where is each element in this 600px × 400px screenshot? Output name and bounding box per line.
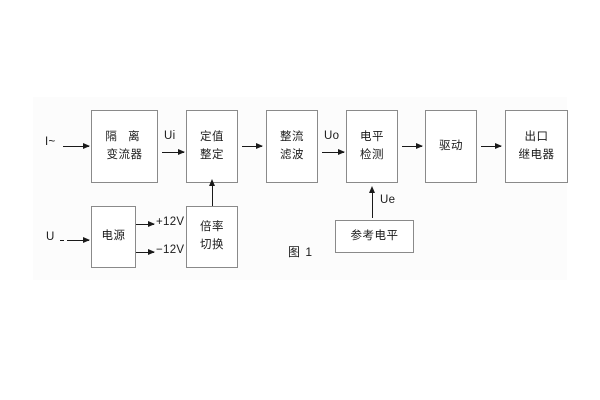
block-output-relay[interactable]: 出口 继电器 [505,110,568,183]
block-reference-level-line1: 参考电平 [350,229,399,242]
dash-voltage-lead [60,240,70,241]
block-drive[interactable]: 驱动 [425,110,477,183]
block-level-detect-line2: 检测 [360,148,384,161]
block-rectify-filter-line2: 滤波 [280,148,304,161]
block-setting[interactable]: 定值 整定 [186,110,238,183]
block-multiplier-switch[interactable]: 倍率 切换 [186,206,238,268]
arrow-rectify-to-level-detect [322,149,345,155]
block-multiplier-switch-line1: 倍率 [200,221,224,234]
signal-ue-label: Ue [380,194,396,206]
arrow-isolation-to-setting [162,149,185,155]
block-reference-level[interactable]: 参考电平 [335,220,414,253]
block-level-detect-line1: 电平 [360,130,384,143]
block-power-supply-line1: 电源 [101,230,126,243]
figure-caption: 图 1 [288,245,314,259]
voltage-input-label: U [46,231,55,243]
block-isolation-ct-line1: 隔 离 [105,130,144,143]
arrow-voltage-to-power-supply [70,237,90,243]
block-power-supply[interactable]: 电源 [91,206,136,268]
current-input-label: I~ [45,136,56,148]
arrow-drive-to-output-relay [481,143,502,149]
block-rectify-filter[interactable]: 整流 滤波 [266,110,318,183]
block-output-relay-line1: 出口 [524,130,549,143]
block-setting-line2: 整定 [200,148,224,161]
block-multiplier-switch-line2: 切换 [200,239,224,251]
rail-negative-label: −12V [156,244,185,256]
arrow-level-detect-to-drive [402,143,423,149]
signal-uo-label: Uo [324,130,340,142]
arrow-reference-to-level-detect [369,186,375,218]
block-drive-line1: 驱动 [439,139,463,152]
block-level-detect[interactable]: 电平 检测 [346,110,398,183]
block-isolation-ct-line2: 变流器 [106,148,143,161]
arrow-rail-positive [136,221,155,227]
block-setting-line1: 定值 [200,130,224,143]
block-isolation-ct[interactable]: 隔 离 变流器 [91,110,158,183]
block-output-relay-line2: 继电器 [518,148,555,161]
block-rectify-filter-line1: 整流 [280,130,304,143]
arrow-setting-to-rectify [242,143,263,149]
rail-positive-label: +12V [156,216,185,228]
arrow-multiplier-to-setting [209,179,215,206]
arrow-current-to-isolation [63,143,90,149]
arrow-rail-negative [136,249,155,255]
signal-ui-label: Ui [164,130,176,142]
